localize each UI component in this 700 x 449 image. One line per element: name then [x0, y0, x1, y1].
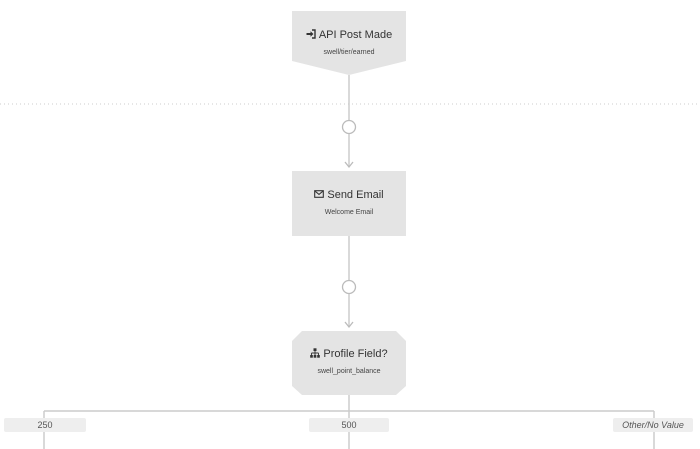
trigger-node-subtitle: swell/tier/earned [323, 49, 375, 56]
condition-node-subtitle: swell_point_balance [317, 368, 381, 375]
trigger-node-title: API Post Made [292, 29, 406, 42]
sign-in-icon [306, 29, 316, 39]
email-node[interactable]: Send Email Welcome Email [292, 171, 406, 236]
sitemap-icon [310, 348, 321, 358]
add-step-circle[interactable] [341, 279, 357, 295]
add-step-circle[interactable] [341, 119, 357, 135]
email-title-text: Send Email [327, 189, 384, 201]
connector-arrowhead [344, 321, 354, 329]
branch-label-500[interactable]: 500 [309, 418, 389, 432]
email-node-subtitle: Welcome Email [324, 209, 374, 216]
condition-title-text: Profile Field? [323, 348, 388, 360]
branch-label-250[interactable]: 250 [4, 418, 86, 432]
trigger-node[interactable]: API Post Made swell/tier/earned [292, 11, 406, 75]
condition-node-title: Profile Field? [292, 348, 406, 361]
email-node-title: Send Email [292, 189, 406, 202]
trigger-node-shape[interactable] [292, 11, 406, 75]
condition-node[interactable]: Profile Field? swell_point_balance [292, 331, 406, 395]
connector-arrowhead [344, 161, 354, 169]
trigger-title-text: API Post Made [318, 29, 393, 41]
branch-label-other[interactable]: Other/No Value [613, 418, 693, 432]
email-node-shape[interactable] [292, 171, 406, 236]
condition-node-shape[interactable] [292, 331, 406, 395]
envelope-icon [314, 190, 325, 198]
